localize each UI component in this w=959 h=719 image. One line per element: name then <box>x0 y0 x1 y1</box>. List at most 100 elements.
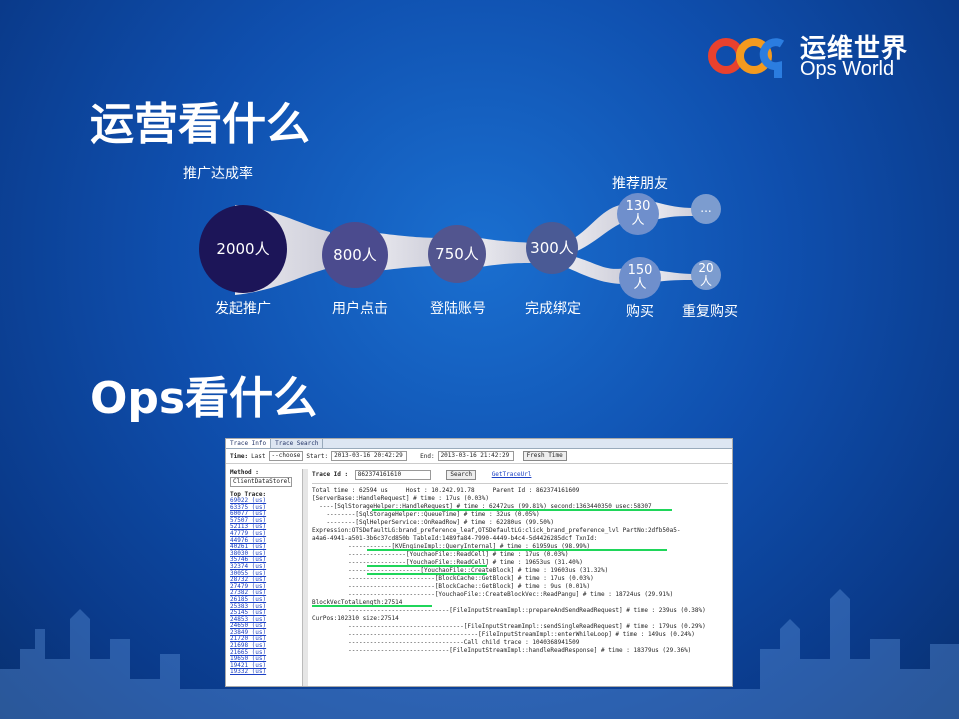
top-trace-link[interactable]: 57507 (us) <box>230 516 302 525</box>
trace-line: --------[SqlStorageHelper::QueueTime] # … <box>312 511 728 519</box>
top-trace-link[interactable]: 28732 (us) <box>230 576 302 584</box>
top-trace-link[interactable]: 35746 (us) <box>230 557 302 564</box>
trace-line: --------------------------------[FileInp… <box>312 623 728 631</box>
top-trace-link[interactable]: 24650 (us) <box>230 622 302 630</box>
top-trace-link-text[interactable]: 21720 (us) <box>230 635 267 643</box>
top-trace-link[interactable]: 47779 (us) <box>230 529 302 538</box>
top-trace-link[interactable]: 19650 (us) <box>230 655 302 663</box>
funnel-flow-bottom-next <box>655 270 694 282</box>
trace-line: ------------------------[BlockCache::Get… <box>312 583 728 591</box>
funnel-flow-top-next <box>655 202 694 220</box>
top-trace-link[interactable]: 25145 (us) <box>230 609 302 617</box>
top-trace-link[interactable]: 69022 (us) <box>230 497 302 505</box>
top-trace-link[interactable]: 40261 (us) <box>230 543 302 551</box>
top-trace-link[interactable]: 63375 (us) <box>230 503 302 512</box>
top-trace-link-text[interactable]: 24853 (us) <box>230 615 267 623</box>
top-trace-link[interactable]: 38030 (us) <box>230 549 302 558</box>
trace-line-text: ------------------------[BlockCache::Get… <box>312 583 591 590</box>
top-trace-link[interactable]: 52113 (us) <box>230 524 302 531</box>
time-label: Time: <box>230 452 249 460</box>
trace-line: Total time : 62594 us Host : 10.242.91.7… <box>312 487 728 495</box>
top-trace-link[interactable]: 27382 (us) <box>230 590 302 597</box>
trace-id-row: Trace Id : 862374161610 Search GetTraceU… <box>312 469 728 481</box>
highlight-underline <box>367 573 487 575</box>
trace-line-text: --------------------[YouchaoFile::Create… <box>312 567 609 574</box>
highlight-underline <box>367 565 487 567</box>
top-trace-link[interactable]: 25383 (us) <box>230 602 302 611</box>
top-trace-link-text[interactable]: 60077 (us) <box>230 510 267 518</box>
top-trace-link[interactable]: 30055 (us) <box>230 569 302 578</box>
funnel-node-1: 800人 <box>322 222 388 288</box>
top-trace-label: Top Trace: <box>230 491 267 498</box>
top-trace-link[interactable]: 27479 (us) <box>230 582 302 591</box>
tab-trace-search[interactable]: Trace Search <box>271 439 324 448</box>
trace-line: ----------------------------[FileInputSt… <box>312 607 728 615</box>
method-select[interactable]: ClientDataStorel <box>230 477 292 487</box>
top-trace-link-text[interactable]: 27479 (us) <box>230 582 267 590</box>
search-button[interactable]: Search <box>446 470 477 480</box>
top-trace-link-text[interactable]: 21698 (us) <box>230 642 267 650</box>
last-select[interactable]: --choose <box>268 451 304 461</box>
top-trace-link[interactable]: 19421 (us) <box>230 661 302 670</box>
start-label: Start: <box>306 452 329 460</box>
funnel-branch-bottom-next-label: 重复购买 <box>682 304 738 320</box>
top-trace-link-text[interactable]: 25145 (us) <box>230 609 267 617</box>
top-trace-link-text[interactable]: 24650 (us) <box>230 622 267 630</box>
top-trace-link[interactable]: 21665 (us) <box>230 648 302 657</box>
top-trace-link-text[interactable]: 52113 (us) <box>230 523 267 531</box>
trace-line: --------[SqlHelperService::OnReadRow] # … <box>312 519 728 527</box>
ops-world-logo: 运维世界 Ops World <box>708 26 918 86</box>
trace-line-text: CurPos:102310 size:27514 <box>312 615 399 622</box>
top-trace-link[interactable]: 21720 (us) <box>230 636 302 643</box>
trace-line: ----------------------------[FileInputSt… <box>312 647 728 655</box>
heading-ops: Ops看什么 <box>90 373 318 424</box>
funnel-branch-bottom-value: 150人 <box>627 262 653 292</box>
top-trace-link-text[interactable]: 19421 (us) <box>230 661 267 669</box>
top-trace-link-text[interactable]: 38030 (us) <box>230 549 267 557</box>
top-trace-link[interactable]: 19332 (us) <box>230 669 302 676</box>
top-trace-link-text[interactable]: 69022 (us) <box>230 497 267 504</box>
left-panel: Method : ClientDataStorel Top Trace: 690… <box>230 469 302 686</box>
top-trace-link-text[interactable]: 19650 (us) <box>230 655 267 663</box>
top-trace-link-text[interactable]: 35746 (us) <box>230 556 267 564</box>
get-trace-url-link[interactable]: GetTraceUrl <box>491 471 532 478</box>
top-trace-link-text[interactable]: 63375 (us) <box>230 503 267 511</box>
top-trace-link-text[interactable]: 57507 (us) <box>230 516 267 524</box>
top-trace-link-text[interactable]: 28732 (us) <box>230 576 267 584</box>
trace-line: ----------------[YouchaoFile::ReadCell] … <box>312 559 728 567</box>
top-trace-link[interactable]: 26185 (us) <box>230 595 302 604</box>
trace-id-label: Trace Id : <box>312 471 349 478</box>
funnel-branch-bottom-next-value: 20人 <box>698 260 714 288</box>
start-input[interactable]: 2013-03-16 20:42:29 <box>331 451 408 461</box>
funnel-node-label-3: 完成绑定 <box>525 301 581 317</box>
funnel-flow-branch-top <box>568 205 630 253</box>
top-trace-link-text[interactable]: 47779 (us) <box>230 529 267 537</box>
top-trace-link-text[interactable]: 44976 (us) <box>230 536 267 544</box>
top-trace-link[interactable]: 23849 (us) <box>230 628 302 637</box>
top-trace-link-text[interactable]: 25383 (us) <box>230 602 267 610</box>
top-trace-link-text[interactable]: 30055 (us) <box>230 569 267 577</box>
top-trace-link[interactable]: 21698 (us) <box>230 642 302 650</box>
top-trace-link[interactable]: 24853 (us) <box>230 615 302 624</box>
left-scrollbar[interactable] <box>302 469 308 686</box>
top-trace-link-text[interactable]: 40261 (us) <box>230 543 267 551</box>
top-trace-link-text[interactable]: 27382 (us) <box>230 589 267 597</box>
tab-trace-info[interactable]: Trace Info <box>226 439 272 448</box>
highlight-underline <box>372 509 672 511</box>
top-trace-link-text[interactable]: 19332 (us) <box>230 668 267 676</box>
trace-line: ------------------------[BlockCache::Get… <box>312 575 728 583</box>
top-trace-link-text[interactable]: 32374 (us) <box>230 562 267 570</box>
top-trace-link[interactable]: 44976 (us) <box>230 536 302 545</box>
end-input[interactable]: 2013-03-16 21:42:29 <box>437 451 514 461</box>
top-trace-link[interactable]: 60077 (us) <box>230 510 302 518</box>
top-trace-link[interactable]: 32374 (us) <box>230 562 302 571</box>
logo-english-text: Ops World <box>800 58 895 80</box>
top-trace-link-text[interactable]: 26185 (us) <box>230 595 267 603</box>
trace-line-text: --------[SqlHelperService::OnReadRow] # … <box>312 519 555 526</box>
trace-id-input[interactable]: 862374161610 <box>354 470 431 480</box>
top-trace-link-text[interactable]: 23849 (us) <box>230 628 267 636</box>
top-trace-link-text[interactable]: 21665 (us) <box>230 648 267 656</box>
trace-line-text: ----------------[YouchaoFile::ReadCell] … <box>312 551 569 558</box>
trace-line-text: Total time : 62594 us Host : 10.242.91.7… <box>312 487 580 494</box>
fresh-time-button[interactable]: Fresh Time <box>522 451 567 461</box>
